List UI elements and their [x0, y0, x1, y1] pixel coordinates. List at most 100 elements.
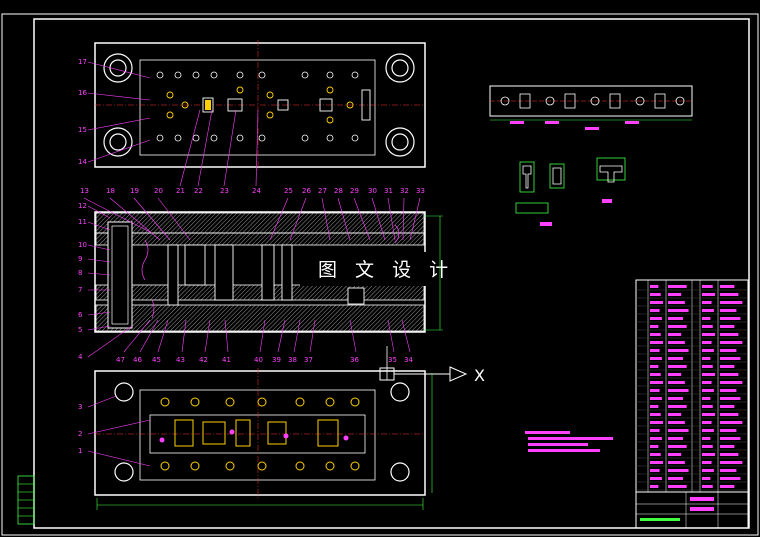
- bom-cell: [668, 461, 685, 464]
- callouts-section-bottom: 47 46 45 43 42 41 40 39 38 37 36 35 34: [116, 319, 413, 364]
- callout-22: 22: [194, 187, 203, 195]
- callout-43: 42: [199, 356, 208, 364]
- bom-cell: [702, 445, 713, 448]
- bom-cell: [720, 485, 735, 488]
- bom-cell: [650, 429, 660, 432]
- bom-cell: [668, 365, 687, 368]
- bom-cell: [668, 429, 689, 432]
- bom-cell: [702, 405, 713, 408]
- bom-cell: [720, 365, 735, 368]
- bom-cell: [702, 317, 711, 320]
- bom-cell: [668, 389, 689, 392]
- callout-10: 10: [78, 241, 87, 249]
- bom-cell: [702, 381, 712, 384]
- bom-cell: [650, 477, 662, 480]
- callout-38: 37: [304, 356, 313, 364]
- bom-cell: [720, 445, 735, 448]
- title-block: [635, 491, 749, 529]
- watermark: 图 文 设 计: [318, 259, 454, 281]
- section-view: 图 文 设 计: [94, 211, 454, 333]
- pilot-holes-top: [166, 86, 354, 124]
- bom-cell: [668, 405, 687, 408]
- callout-1: 1: [78, 447, 82, 455]
- callout-35: 34: [404, 356, 413, 364]
- callouts-bottom-view: 3 2 1: [78, 395, 151, 467]
- bom-cell: [702, 469, 714, 472]
- bom-cell: [720, 437, 741, 440]
- bom-cell: [668, 421, 685, 424]
- bom-cell: [650, 349, 660, 352]
- bom-cell: [650, 437, 662, 440]
- callout-4: 4: [78, 353, 83, 361]
- callout-31: 31: [384, 187, 393, 195]
- bom-cell: [720, 461, 743, 464]
- strip-layout: [489, 85, 693, 130]
- bom-cell: [650, 397, 662, 400]
- bom-cell: [702, 485, 713, 488]
- callout-42: 41: [222, 356, 231, 364]
- callout-17: 17: [78, 58, 87, 66]
- callout-3: 3: [78, 403, 82, 411]
- bom-cell: [702, 397, 711, 400]
- bom-cell: [720, 285, 735, 288]
- callout-32: 32: [400, 187, 409, 195]
- bom-cell: [720, 389, 737, 392]
- callout-2: 2: [78, 430, 82, 438]
- bom-cell: [668, 397, 684, 400]
- callout-24: 24: [252, 187, 261, 195]
- bom-cell: [720, 381, 743, 384]
- bom-cell: [668, 381, 685, 384]
- guide-post-holes: [114, 382, 410, 482]
- callout-45: 45: [152, 356, 161, 364]
- callout-40: 39: [272, 356, 281, 364]
- punch-bodies: [167, 244, 365, 306]
- bom-cell: [702, 477, 711, 480]
- bom-cell: [668, 285, 687, 288]
- bom-cell: [668, 317, 684, 320]
- callout-11: 11: [78, 218, 87, 226]
- callout-8: 8: [78, 269, 82, 277]
- bom-cell: [720, 293, 739, 296]
- bom-cell: [702, 285, 713, 288]
- callout-26: 26: [302, 187, 311, 195]
- die-openings: [174, 419, 339, 447]
- bom-cell: [720, 309, 737, 312]
- revision-strip: [17, 475, 35, 525]
- bom-cell: [702, 341, 712, 344]
- bom-cell: [702, 293, 716, 296]
- bom-cell: [702, 421, 712, 424]
- bom-cell: [668, 413, 682, 416]
- callout-7: 7: [78, 286, 82, 294]
- bom-cell: [702, 413, 716, 416]
- technical-requirements: [525, 431, 613, 452]
- bom-cell: [702, 365, 713, 368]
- callout-33: 33: [416, 187, 425, 195]
- bom-cell: [650, 301, 664, 304]
- callout-12: 12: [78, 202, 87, 210]
- bom-cell: [720, 341, 743, 344]
- callout-16: 16: [78, 89, 87, 97]
- callout-20: 20: [154, 187, 163, 195]
- bom-cell: [702, 389, 714, 392]
- bom-cell: [668, 485, 687, 488]
- bom-cell: [720, 413, 739, 416]
- callouts-section-left: 12 11 10 9 8 7 6 5 4: [78, 202, 133, 361]
- x-axis-label: X: [474, 366, 485, 385]
- bom-cell: [668, 469, 689, 472]
- bom-cell: [720, 373, 739, 376]
- top-plan-view: [94, 40, 426, 170]
- bom-cell: [668, 333, 682, 336]
- bom-cell: [650, 413, 661, 416]
- ucs-axis-marker: X: [379, 346, 485, 385]
- callout-15: 15: [78, 126, 87, 134]
- callout-13: 13: [80, 187, 89, 195]
- callout-21: 21: [176, 187, 185, 195]
- bom-cell: [668, 477, 684, 480]
- bom-cell: [720, 469, 737, 472]
- bom-cell: [720, 477, 741, 480]
- bom-cell: [720, 421, 743, 424]
- bom-cell: [668, 341, 685, 344]
- callout-14: 14: [78, 158, 87, 166]
- callouts-top-view: 17 16 15 14 21 22 23 24: [78, 58, 261, 195]
- bom-cell: [720, 325, 735, 328]
